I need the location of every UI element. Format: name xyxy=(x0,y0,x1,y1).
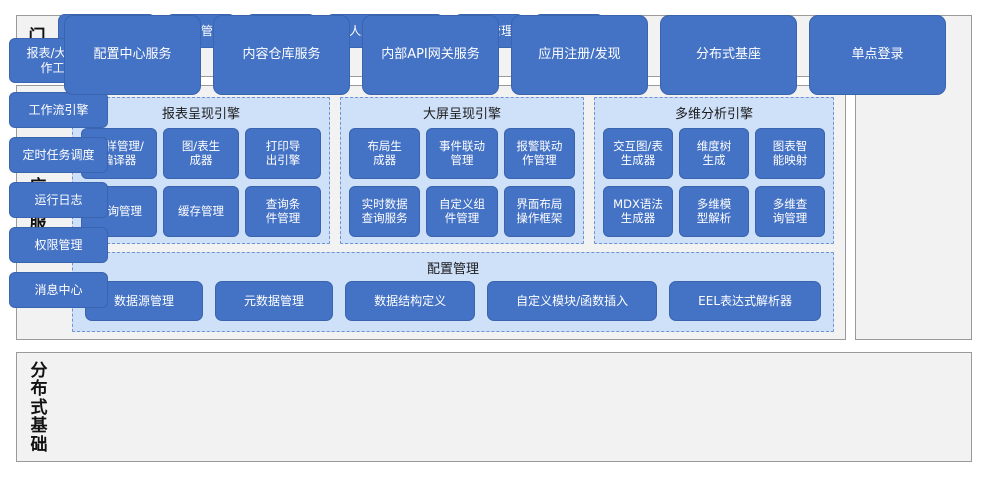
aux-button-permission-mgmt[interactable]: 权限管理 xyxy=(9,227,108,263)
base-label-char-1: 布 xyxy=(30,379,48,400)
engine-report-button-chart-generator[interactable]: 图/表生 成器 xyxy=(163,128,239,179)
aux-facilities-list: 报表/大屏制 作工具 工作流引擎 定时任务调度 运行日志 权限管理 消息中心 xyxy=(9,38,108,308)
engine-bigscreen-button-ui-layout-framework[interactable]: 界面布局 操作框架 xyxy=(503,186,575,237)
base-button-sso[interactable]: 单点登录 xyxy=(809,14,946,95)
engine-multidim-button-dimension-tree[interactable]: 维度树 生成 xyxy=(679,128,749,179)
aux-button-runtime-log[interactable]: 运行日志 xyxy=(9,182,108,218)
aux-button-message-center[interactable]: 消息中心 xyxy=(9,272,108,308)
engine-group-report-grid: 表样管理/ 编译器 图/表生 成器 打印导 出引擎 查询管理 缓存管理 查询条 … xyxy=(73,122,329,245)
base-label-char-2: 式 xyxy=(30,397,48,418)
config-management-group: 配置管理 数据源管理 元数据管理 数据结构定义 自定义模块/函数插入 EEL表达… xyxy=(72,252,834,332)
aux-button-workflow-engine[interactable]: 工作流引擎 xyxy=(9,92,108,128)
engine-multidim-button-model-parser[interactable]: 多维模 型解析 xyxy=(679,186,749,237)
engine-bigscreen-button-alarm-action[interactable]: 报警联动 作管理 xyxy=(503,128,575,179)
config-button-data-structure[interactable]: 数据结构定义 xyxy=(345,281,476,321)
engine-group-bigscreen: 大屏呈现引擎 布局生 成器 事件联动 管理 报警联动 作管理 实时数据 查询服务… xyxy=(340,97,584,244)
engine-group-multidim-title: 多维分析引擎 xyxy=(674,107,753,122)
base-label-char-4: 础 xyxy=(30,434,48,455)
engine-multidim-button-mdx-generator[interactable]: MDX语法 生成器 xyxy=(603,186,673,237)
base-button-distributed-platform[interactable]: 分布式基座 xyxy=(660,14,797,95)
aux-button-scheduled-tasks[interactable]: 定时任务调度 xyxy=(9,137,108,173)
base-button-content-repo[interactable]: 内容仓库服务 xyxy=(213,14,350,95)
engine-multidim-button-interactive-chart[interactable]: 交互图/表 生成器 xyxy=(603,128,673,179)
engine-bigscreen-button-layout-generator[interactable]: 布局生 成器 xyxy=(349,128,421,179)
config-button-metadata[interactable]: 元数据管理 xyxy=(215,281,334,321)
engine-group-bigscreen-grid: 布局生 成器 事件联动 管理 报警联动 作管理 实时数据 查询服务 自定义组 件… xyxy=(341,122,583,245)
distributed-base-section xyxy=(16,352,972,462)
distributed-base-row: 配置中心服务 内容仓库服务 内部API网关服务 应用注册/发现 分布式基座 单点… xyxy=(64,8,946,101)
base-button-config-center[interactable]: 配置中心服务 xyxy=(64,14,201,95)
distributed-base-section-label: 分 布 式 基 础 xyxy=(22,362,56,454)
engine-report-button-cache-mgmt[interactable]: 缓存管理 xyxy=(163,186,239,237)
engine-bigscreen-button-event-linkage[interactable]: 事件联动 管理 xyxy=(426,128,498,179)
base-button-app-registry[interactable]: 应用注册/发现 xyxy=(511,14,648,95)
base-label-char-0: 分 xyxy=(30,361,48,382)
engine-report-button-print-export[interactable]: 打印导 出引擎 xyxy=(245,128,321,179)
config-button-eel-parser[interactable]: EEL表达式解析器 xyxy=(669,281,822,321)
engine-multidim-button-query-mgmt[interactable]: 多维查 询管理 xyxy=(755,186,825,237)
engine-group-report-title: 报表呈现引擎 xyxy=(161,107,240,122)
base-label-char-3: 基 xyxy=(30,416,48,437)
engine-group-report: 报表呈现引擎 表样管理/ 编译器 图/表生 成器 打印导 出引擎 查询管理 缓存… xyxy=(72,97,330,244)
engine-group-bigscreen-title: 大屏呈现引擎 xyxy=(422,107,501,122)
config-management-row: 数据源管理 元数据管理 数据结构定义 自定义模块/函数插入 EEL表达式解析器 xyxy=(73,277,833,329)
engine-bigscreen-button-realtime-query[interactable]: 实时数据 查询服务 xyxy=(349,186,421,237)
config-management-title: 配置管理 xyxy=(426,262,479,277)
engine-group-multidim-grid: 交互图/表 生成器 维度树 生成 图表智 能映射 MDX语法 生成器 多维模 型… xyxy=(595,122,833,245)
engine-bigscreen-button-custom-component[interactable]: 自定义组 件管理 xyxy=(426,186,498,237)
config-button-custom-module[interactable]: 自定义模块/函数插入 xyxy=(487,281,658,321)
engine-multidim-button-chart-mapping[interactable]: 图表智 能映射 xyxy=(755,128,825,179)
engine-report-button-query-condition[interactable]: 查询条 件管理 xyxy=(245,186,321,237)
base-button-api-gateway[interactable]: 内部API网关服务 xyxy=(362,14,499,95)
engine-group-multidim: 多维分析引擎 交互图/表 生成器 维度树 生成 图表智 能映射 MDX语法 生成… xyxy=(594,97,834,244)
